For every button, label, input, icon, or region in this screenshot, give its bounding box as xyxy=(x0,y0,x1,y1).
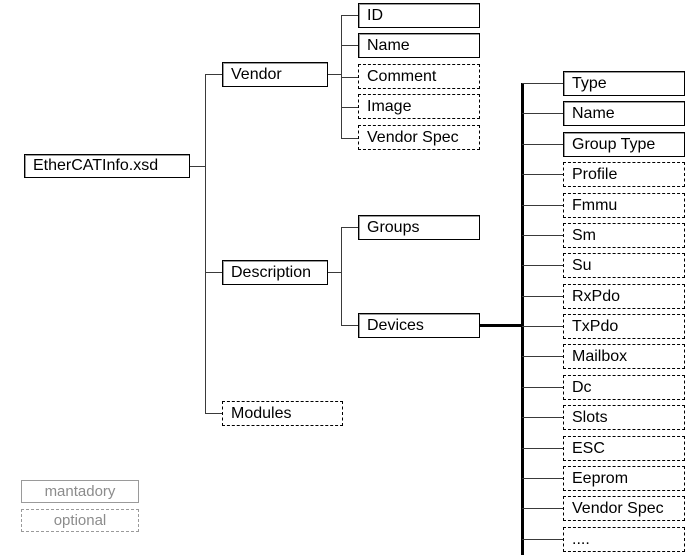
connector-device-children-trunk xyxy=(521,83,524,555)
node-vendor-child-image[interactable]: Image xyxy=(358,94,480,119)
connector-vendor-child-comment xyxy=(341,77,359,78)
node-device-child-su[interactable]: Su xyxy=(563,253,685,278)
node-device-child-slots[interactable]: Slots xyxy=(563,405,685,430)
connector-vendor-child-vendorspec xyxy=(341,138,359,139)
node-device-child-esc[interactable]: ESC xyxy=(563,436,685,461)
connector-root-to-trunk xyxy=(190,166,206,167)
node-device-child-vendor-spec[interactable]: Vendor Spec xyxy=(563,496,685,521)
node-device-child-txpdo[interactable]: TxPdo xyxy=(563,314,685,339)
connector-device-child-more xyxy=(522,539,564,540)
node-device-child-more[interactable]: .... xyxy=(563,527,685,552)
node-modules[interactable]: Modules xyxy=(222,401,343,426)
connector-device-child-type xyxy=(522,83,564,84)
node-root-ethercatinfo-xsd[interactable]: EtherCATInfo.xsd xyxy=(24,154,190,178)
connector-device-child-sm xyxy=(522,235,564,236)
node-vendor-child-comment[interactable]: Comment xyxy=(358,64,480,89)
connector-trunk-to-modules xyxy=(205,413,223,414)
connector-device-child-group-type xyxy=(522,144,564,145)
node-groups[interactable]: Groups xyxy=(358,215,480,240)
connector-vendor-out xyxy=(328,74,342,75)
connector-device-child-su xyxy=(522,265,564,266)
connector-description-child-devices xyxy=(341,325,359,326)
connector-device-child-name xyxy=(522,113,564,114)
connector-device-child-fmmu xyxy=(522,205,564,206)
connector-device-child-profile xyxy=(522,174,564,175)
node-device-child-fmmu[interactable]: Fmmu xyxy=(563,193,685,218)
node-vendor[interactable]: Vendor xyxy=(222,62,328,87)
connector-description-out xyxy=(328,272,342,273)
connector-trunk-to-vendor xyxy=(205,74,223,75)
connector-device-child-rxpdo xyxy=(522,296,564,297)
node-devices[interactable]: Devices xyxy=(358,313,480,338)
node-device-child-rxpdo[interactable]: RxPdo xyxy=(563,284,685,309)
node-device-child-eeprom[interactable]: Eeprom xyxy=(563,466,685,491)
node-device-child-sm[interactable]: Sm xyxy=(563,223,685,248)
connector-vendor-child-image xyxy=(341,107,359,108)
connector-devices-out xyxy=(479,324,524,327)
node-device-child-name[interactable]: Name xyxy=(563,101,685,126)
connector-device-child-eeprom xyxy=(522,478,564,479)
node-vendor-child-vendor-spec[interactable]: Vendor Spec xyxy=(358,125,480,150)
node-vendor-child-id[interactable]: ID xyxy=(358,3,480,28)
connector-device-child-mailbox xyxy=(522,356,564,357)
connector-device-child-dc xyxy=(522,387,564,388)
connector-description-children-trunk xyxy=(341,227,342,326)
node-vendor-child-name[interactable]: Name xyxy=(358,33,480,58)
connector-device-child-slots xyxy=(522,417,564,418)
connector-vendor-child-name xyxy=(341,45,359,46)
legend-mandatory: mantadory xyxy=(21,480,139,503)
connector-vendor-child-id xyxy=(341,15,359,16)
node-device-child-profile[interactable]: Profile xyxy=(563,162,685,187)
connector-description-child-groups xyxy=(341,227,359,228)
node-device-child-type[interactable]: Type xyxy=(563,71,685,96)
node-description[interactable]: Description xyxy=(222,260,328,285)
connector-trunk-to-description xyxy=(205,272,223,273)
connector-device-child-vendorspec xyxy=(522,508,564,509)
node-device-child-dc[interactable]: Dc xyxy=(563,375,685,400)
connector-device-child-txpdo xyxy=(522,326,564,327)
node-device-child-mailbox[interactable]: Mailbox xyxy=(563,344,685,369)
legend-optional: optional xyxy=(21,509,139,532)
connector-device-child-esc xyxy=(522,448,564,449)
node-device-child-group-type[interactable]: Group Type xyxy=(563,132,685,157)
connector-level1-trunk xyxy=(205,74,206,413)
